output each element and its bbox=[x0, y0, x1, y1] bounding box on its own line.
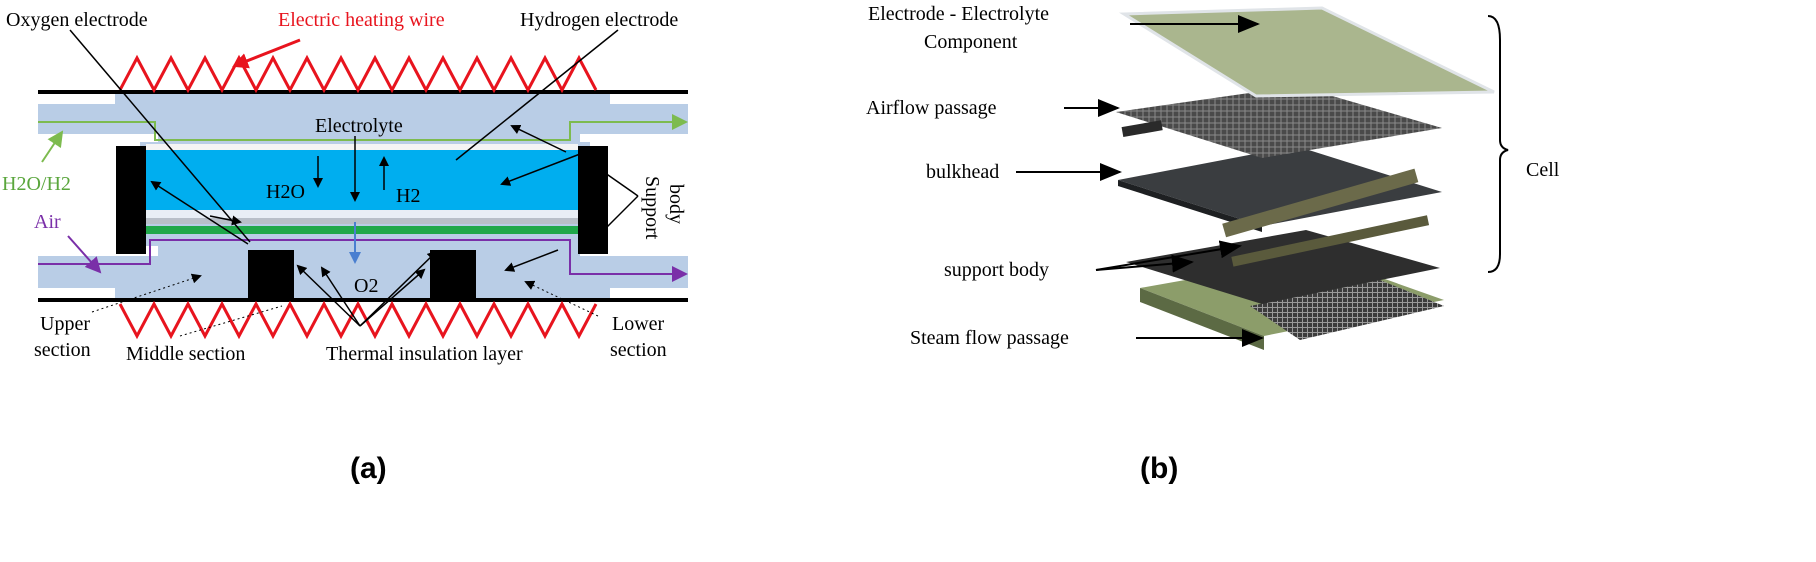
airflow-layer bbox=[1116, 86, 1442, 158]
insulation-leader-1 bbox=[296, 264, 361, 327]
airflow-passage-label: Airflow passage bbox=[866, 97, 997, 119]
steam-flow-passage-label: Steam flow passage bbox=[910, 327, 1069, 349]
upper-channel-arrow bbox=[510, 124, 567, 153]
bulkhead-bar bbox=[1222, 168, 1419, 238]
heating-wire-bottom bbox=[118, 300, 598, 340]
eec-label-2: Component bbox=[924, 31, 1018, 53]
electrolyte-diag-left2 bbox=[209, 215, 242, 226]
h2o-h2-label: H2O/H2 bbox=[2, 173, 71, 195]
support-body-label: support body bbox=[944, 259, 1049, 281]
upper-section-leader bbox=[91, 273, 202, 313]
insulation-leader-3 bbox=[359, 268, 426, 327]
hydrogen-electrode-leader bbox=[455, 29, 619, 161]
steam-inlet-arrow bbox=[41, 130, 64, 163]
air-flow-line bbox=[38, 239, 688, 282]
caption-b: (b) bbox=[1140, 452, 1178, 485]
eec-layer bbox=[1118, 6, 1495, 98]
panel-b: Electrode - Electrolyte Component Airflo… bbox=[866, 3, 1560, 485]
eec-label-1: Electrode - Electrolyte bbox=[868, 3, 1049, 25]
caption-a: (a) bbox=[350, 452, 387, 485]
support-body-leader-bottom bbox=[597, 195, 639, 237]
support-body-left bbox=[116, 146, 146, 254]
air-inlet-arrow bbox=[67, 235, 102, 274]
electrode-diag-right bbox=[500, 153, 581, 186]
steam-flow-layer bbox=[1250, 280, 1444, 340]
insulation-leader-4 bbox=[359, 250, 438, 327]
bottom-block-side bbox=[1140, 288, 1264, 350]
support-body-right bbox=[578, 146, 608, 254]
insulation-leader-2 bbox=[320, 266, 361, 327]
lower-section-label-1: Lower bbox=[612, 313, 665, 335]
bulkhead-side bbox=[1118, 180, 1262, 232]
cell-label: Cell bbox=[1526, 159, 1560, 181]
h2-label: H2 bbox=[396, 185, 420, 207]
heating-wire-top bbox=[118, 54, 598, 94]
lower-right-arrow bbox=[504, 249, 559, 272]
oxygen-electrode-label: Oxygen electrode bbox=[6, 9, 148, 31]
lower-section-leader bbox=[524, 280, 599, 317]
panel-a: Oxygen electrode Electric heating wire H… bbox=[2, 9, 688, 485]
electrolyte-diag-left bbox=[150, 180, 249, 245]
support-body-arrow-1 bbox=[1095, 240, 1242, 271]
air-label: Air bbox=[34, 211, 61, 233]
support-body-label-1: Support bbox=[641, 176, 663, 240]
insulation-block-left bbox=[248, 250, 294, 300]
o2-label: O2 bbox=[354, 275, 378, 297]
lower-section-label-2: section bbox=[610, 339, 667, 361]
separator-white bbox=[146, 210, 578, 218]
middle-section-label: Middle section bbox=[126, 343, 245, 365]
oxygen-electrode-leader bbox=[69, 29, 251, 243]
airflow-tab bbox=[1121, 120, 1163, 138]
electrolyte-label: Electrolyte bbox=[315, 115, 403, 137]
steam-flow-line bbox=[38, 114, 688, 141]
support-body-leader-top bbox=[597, 167, 639, 197]
bulkhead-layer bbox=[1118, 146, 1442, 226]
top-white-strip bbox=[146, 144, 578, 150]
upper-section-label-2: section bbox=[34, 339, 91, 361]
support-bar-1 bbox=[1231, 215, 1430, 267]
support-body-arrow-2 bbox=[1095, 254, 1194, 273]
heating-wire-arrow bbox=[232, 38, 301, 69]
insulation-block-right bbox=[430, 250, 476, 300]
green-electrode-layer bbox=[146, 226, 578, 234]
hydrogen-electrode-label: Hydrogen electrode bbox=[520, 9, 678, 31]
support-body-layer bbox=[1126, 230, 1440, 304]
heating-wire-label: Electric heating wire bbox=[278, 9, 445, 31]
oxygen-electrode-layer bbox=[146, 218, 578, 224]
upper-section-label-1: Upper bbox=[40, 313, 90, 335]
bulkhead-label: bulkhead bbox=[926, 161, 999, 183]
insulation-layer-label: Thermal insulation layer bbox=[326, 343, 523, 365]
support-body-label-2: body bbox=[665, 184, 687, 224]
h2o-label: H2O bbox=[266, 181, 305, 203]
cell-bracket bbox=[1487, 15, 1509, 273]
